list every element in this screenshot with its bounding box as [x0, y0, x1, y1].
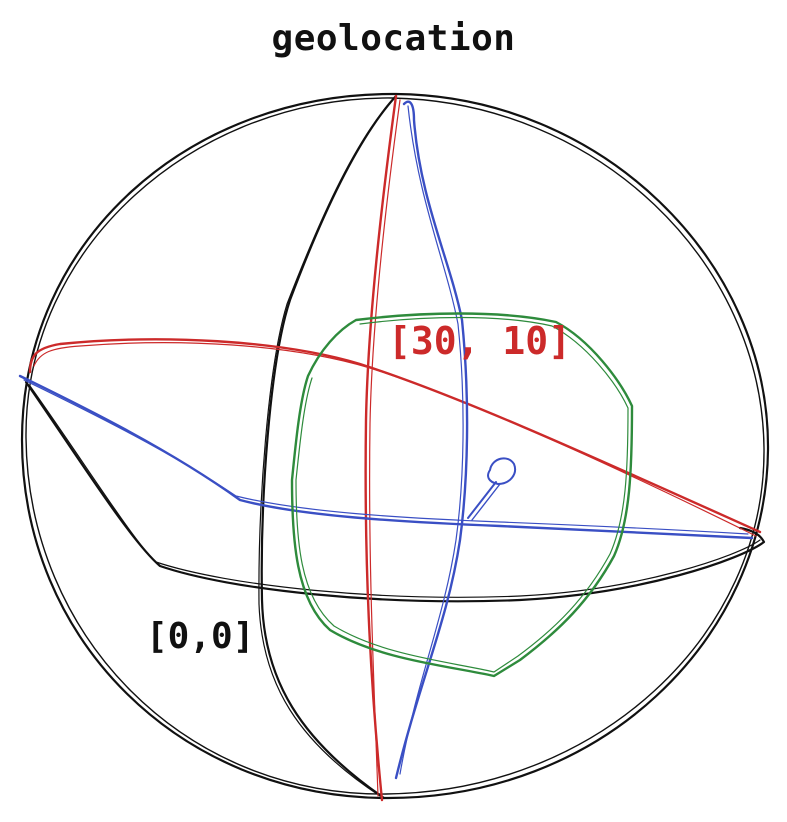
geolocation-region — [290, 312, 634, 678]
equator — [24, 380, 766, 603]
blue-meridian — [394, 100, 469, 780]
point-label: [30, 10] — [388, 319, 571, 363]
blue-parallel — [18, 374, 754, 540]
map-pin-icon — [467, 457, 516, 521]
red-parallel — [28, 338, 762, 537]
diagram-title: geolocation — [271, 18, 516, 59]
origin-label: [0,0] — [146, 616, 254, 657]
globe-outline — [20, 92, 770, 800]
prime-meridian — [258, 94, 398, 800]
red-meridian — [364, 94, 401, 802]
